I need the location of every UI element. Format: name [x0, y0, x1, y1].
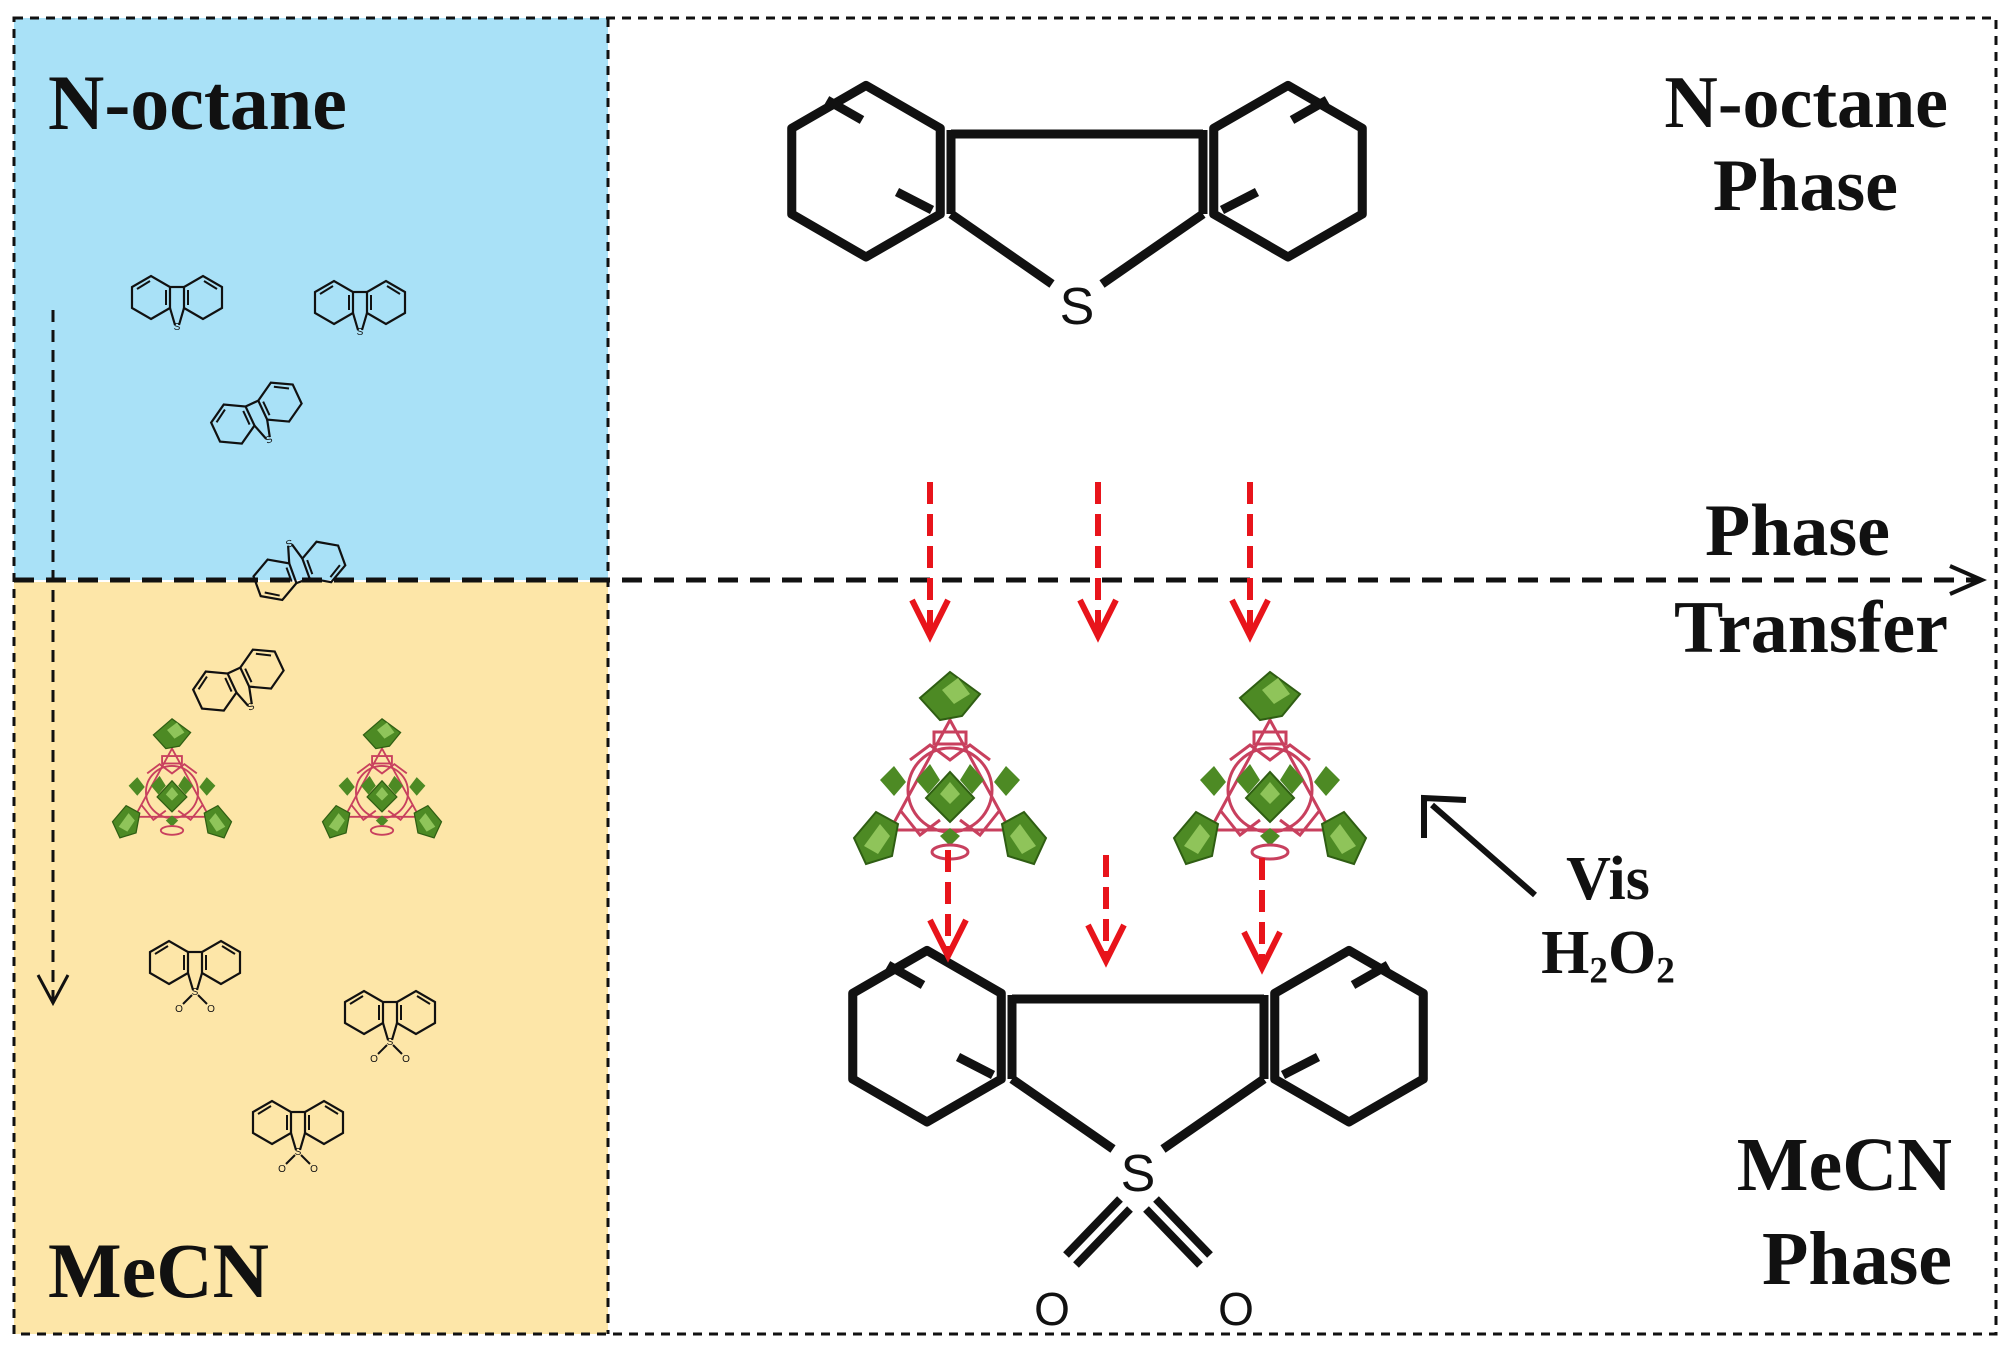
left-mecn-label: MeCN [48, 1227, 269, 1314]
octane-phase-line2: Phase [1713, 144, 1898, 227]
dibenzothiophene-sulfone-molecule: S O O [848, 945, 1428, 1335]
visible-light-label: Vis [1566, 845, 1650, 913]
mecn-phase-line2: Phase [1762, 1217, 1952, 1302]
mecn-phase-line1: MeCN [1736, 1123, 1952, 1207]
product-oxygen-right-label: O [1218, 1283, 1254, 1335]
product-oxygen-left-label: O [1034, 1283, 1070, 1335]
conditions-arrow [1430, 802, 1537, 898]
octane-phase-title: N-octane Phase [1664, 62, 1948, 228]
dibenzothiophene-molecule: S [787, 80, 1367, 336]
reaction-conditions: Vis H2O2 [1528, 842, 1688, 994]
reactant-sulfur-label: S [1060, 278, 1095, 336]
phase-transfer-line1: Phase [1705, 490, 1890, 572]
octane-phase-panel [14, 18, 608, 580]
polyoxometalate-catalyst-icon [852, 670, 1048, 866]
mecn-phase-panel [14, 582, 608, 1334]
product-sulfur-label: S [1121, 1145, 1156, 1203]
phase-transfer-title: Phase Transfer [1674, 490, 1948, 670]
diagram-border [12, 16, 1998, 1336]
mecn-phase-title: MeCN Phase [1737, 1118, 1952, 1306]
phase-transfer-line2: Transfer [1674, 586, 1948, 669]
polyoxometalate-catalyst-icon [1172, 670, 1368, 866]
hydrogen-peroxide-label: H2O2 [1541, 919, 1675, 992]
left-octane-label: N-octane [48, 59, 347, 146]
left-down-arrowhead-icon [36, 974, 70, 1007]
octane-phase-line1: N-octane [1664, 62, 1948, 144]
phase-boundary-arrowhead-icon [1949, 564, 1987, 596]
conditions-arrowhead-icon [1421, 794, 1467, 838]
